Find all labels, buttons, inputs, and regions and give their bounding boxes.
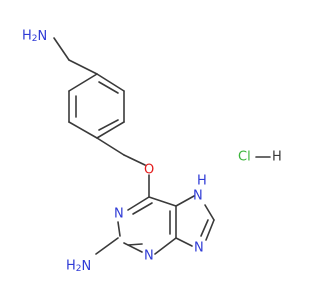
bond-ch2-o [123, 154, 146, 166]
ether-oxygen-label: O [144, 163, 154, 178]
amine-bottom-label: H2N [66, 259, 91, 275]
benzene-bond-4 [68, 121, 98, 139]
purine-n1-c2 [117, 221, 121, 237]
bonds [53, 37, 215, 255]
ring-nitrogen-3-label: N [144, 249, 154, 264]
bond-ch2-nh2 [53, 37, 70, 61]
benzene-bond-6 [68, 73, 98, 92]
purine-c6-n1 [127, 196, 150, 211]
imidazole-n7-c8 [204, 204, 215, 221]
purine-c5-c6 [148, 196, 177, 207]
benzene-bond-1 [96, 73, 125, 92]
imidazole-c8-n9-double [200, 219, 209, 237]
molecule-canvas: H2N O H N N N N H2N Cl H [22, 28, 282, 275]
imidazole-c8-n9 [205, 219, 215, 241]
chloride-label: Cl [238, 150, 251, 165]
structure-diagram: H2N O H N N N N H2N Cl H [22, 29, 282, 275]
purine-c6-double [132, 202, 153, 215]
bond-ch2-ring [68, 59, 98, 75]
imidazole-nh-h-label: H [197, 174, 207, 189]
imidazole-n9-c4 [175, 237, 193, 247]
imidazole-c5-n7 [175, 195, 195, 207]
benzene-double-2 [98, 119, 119, 131]
purine-c2-double [127, 243, 143, 246]
amine-top-label: H2N [22, 29, 47, 45]
imidazole-nh-n-label: N [193, 189, 203, 204]
purine-c2-n3 [123, 242, 143, 253]
ring-nitrogen-9-label: N [194, 241, 204, 256]
benzene-double-1 [98, 81, 119, 94]
bond-c2-nh2 [95, 237, 119, 255]
benzene-bond-3 [96, 121, 125, 139]
bond-ring-ch2 [96, 137, 125, 156]
hydrogen-label: H [272, 150, 282, 165]
ring-nitrogen-1-label: N [114, 207, 124, 222]
purine-n3-c4 [154, 237, 177, 255]
salt: Cl H [238, 150, 282, 165]
atom-labels: H2N O H N N N N H2N [22, 29, 207, 275]
